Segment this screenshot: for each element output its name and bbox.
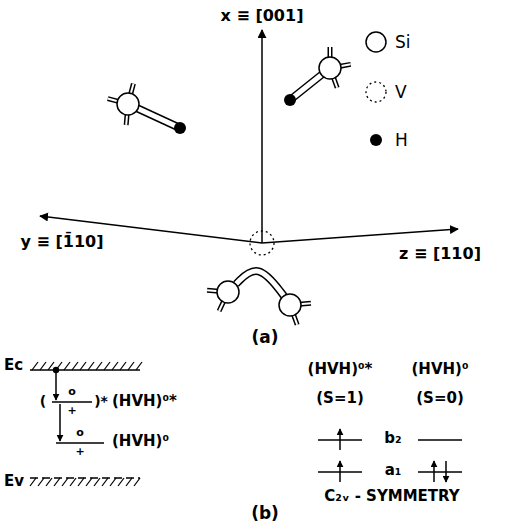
spin-up-arrow [339,429,341,450]
label: x ≡ [001] [221,7,304,25]
h-atom [174,122,186,134]
hatch-stroke [136,362,142,370]
hatch-stroke [96,362,102,370]
label: (HVH)⁰* [112,393,177,410]
bond-outline [236,271,284,296]
a1-level-singlet [418,471,462,473]
si-atom [319,57,341,79]
hatch-stroke [32,362,38,370]
label: o [68,386,76,398]
b2-level-singlet [418,439,462,441]
si-atom [217,281,239,303]
hatch-stroke [64,362,70,370]
legend-item: Si [395,33,411,52]
hatch-stroke [80,362,86,370]
si-atom [279,294,301,316]
h-legend-symbol [370,134,382,146]
hatch-stroke [94,478,100,486]
si-legend-symbol [366,32,386,52]
legend-item: H [395,131,408,150]
hatch-stroke [134,478,140,486]
hatch-stroke [118,478,124,486]
hatch-stroke [120,362,126,370]
label: y ≡ [1̄10] [21,233,104,251]
orbital-levels [318,429,462,482]
label: Ev [4,473,24,490]
hatch-stroke [102,478,108,486]
hatch-stroke [46,478,52,486]
legend-item: V [395,83,407,102]
vacancy-symbol [250,231,274,255]
hatch-stroke [54,478,60,486]
hatch-stroke [38,478,44,486]
label: (HVH)⁰ [412,361,469,378]
si-atom [117,93,139,115]
hatch-stroke [128,362,134,370]
hatch-stroke [110,478,116,486]
hatch-stroke [104,362,110,370]
ground-level [56,442,104,444]
label: a₁ [385,462,402,479]
bond-fill [236,271,284,296]
hatch-stroke [30,478,36,486]
z-axis [262,229,458,243]
label: Ec [4,357,23,374]
h-atom [284,94,296,106]
label: o [76,427,84,439]
label: + [75,446,84,458]
spin-down-arrow [445,461,447,482]
hatch-stroke [62,478,68,486]
hatch-stroke [86,478,92,486]
capture-arrow [55,372,57,400]
spin-up-arrow [339,461,341,482]
label: (HVH)⁰ [112,433,169,450]
hatch-stroke [126,478,132,486]
label: + [67,405,76,417]
label: (HVH)⁰* [308,361,373,378]
molecule-models [108,47,351,325]
vacancy-legend-symbol [366,82,386,102]
legend-text: H [395,130,408,150]
spin-up-arrow [433,461,435,482]
axes [40,30,458,243]
transition-arrow [59,404,61,441]
excited-level [52,401,92,403]
hatch-stroke [88,362,94,370]
hatch-stroke [40,362,46,370]
hatch-stroke [112,362,118,370]
label: z ≡ [110] [399,245,481,263]
hatch-stroke [72,362,78,370]
label: (a) [251,328,278,347]
legend-text: V [395,82,407,102]
label: b₂ [384,430,401,447]
label: (S=0) [416,390,464,407]
hatch-stroke [78,478,84,486]
band-hatching [30,362,142,486]
label: (b) [251,504,279,523]
label: C₂ᵥ - SYMMETRY [324,488,459,505]
legend-text: Si [395,32,411,52]
label: ( [40,394,46,409]
x-axis [261,30,263,243]
label: (S=1) [316,390,364,407]
conduction-band-edge [30,369,140,371]
label: )* [94,394,108,409]
hatch-stroke [70,478,76,486]
